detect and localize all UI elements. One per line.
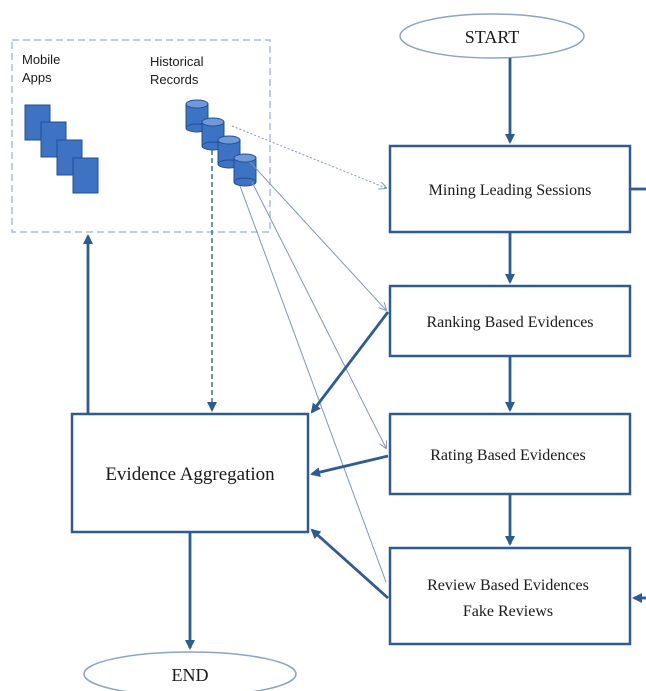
historical-records-label-line2: Records bbox=[150, 72, 199, 87]
review-label-line1: Review Based Evidences bbox=[427, 577, 589, 594]
mobile-apps-icon bbox=[24, 104, 99, 194]
records-to-ranking-connector bbox=[249, 161, 386, 310]
records-to-rating-connector bbox=[251, 181, 386, 448]
review-to-aggregation-arrow bbox=[310, 528, 389, 600]
review-based-evidences-box: Review Based Evidences Fake Reviews bbox=[388, 546, 632, 646]
end-label: END bbox=[172, 665, 209, 685]
mining-leading-sessions-box: Mining Leading Sessions bbox=[388, 144, 632, 234]
start-node: START bbox=[399, 13, 585, 59]
ranking-to-aggregation-arrow bbox=[310, 311, 390, 414]
mobile-apps-label-line1: Mobile bbox=[22, 52, 60, 67]
mobile-apps-label-line2: Apps bbox=[22, 70, 52, 85]
aggregation-label: Evidence Aggregation bbox=[105, 464, 275, 485]
data-sources-region bbox=[11, 39, 271, 233]
records-to-review-connector bbox=[239, 185, 387, 583]
ranking-label: Ranking Based Evidences bbox=[426, 314, 593, 331]
rating-label: Rating Based Evidences bbox=[430, 447, 586, 464]
historical-records-database-icon bbox=[185, 99, 257, 187]
historical-records-label-line1: Historical bbox=[150, 54, 204, 69]
rating-to-aggregation-arrow bbox=[310, 454, 389, 478]
evidence-aggregation-box: Evidence Aggregation bbox=[70, 412, 310, 534]
mining-label: Mining Leading Sessions bbox=[429, 182, 592, 199]
ranking-based-evidences-box: Ranking Based Evidences bbox=[388, 284, 632, 358]
rating-based-evidences-box: Rating Based Evidences bbox=[388, 412, 632, 496]
review-label-line2: Fake Reviews bbox=[463, 603, 553, 620]
end-node: END bbox=[83, 651, 297, 691]
start-label: START bbox=[465, 27, 519, 47]
